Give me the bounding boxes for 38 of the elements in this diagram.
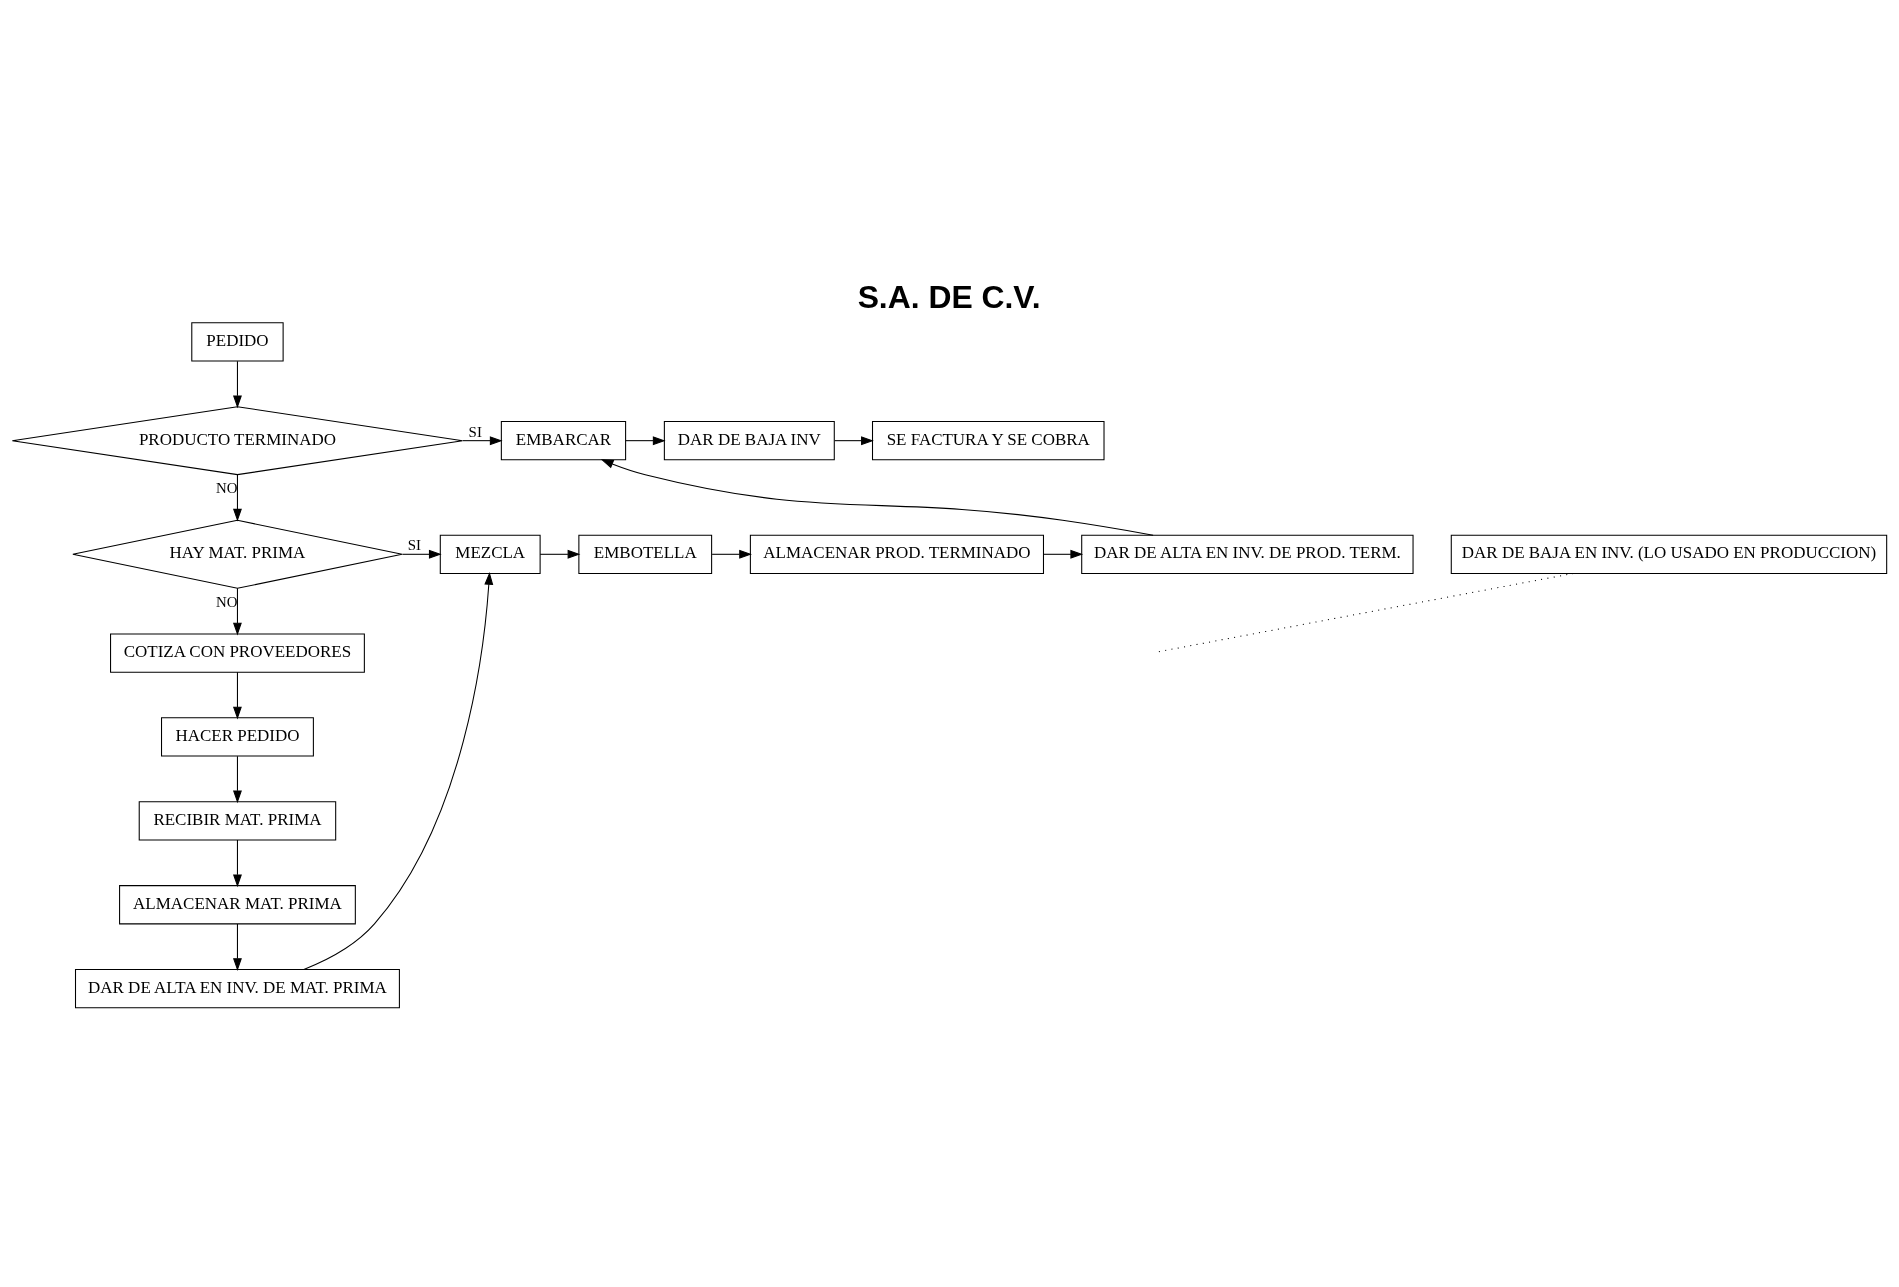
edge-label: SI: [407, 537, 421, 554]
node-box: PEDIDO: [191, 322, 284, 362]
arrow: [233, 474, 242, 522]
arrow: [711, 549, 752, 559]
node-box: DAR DE BAJA INV: [663, 421, 835, 461]
edge-label: NO: [216, 480, 238, 497]
node-box: EMBARCAR: [500, 421, 627, 461]
node-box: ALMACENAR PROD. TERMINADO: [749, 534, 1044, 574]
arrow: [600, 459, 1154, 536]
node-box: EMBOTELLA: [578, 534, 713, 574]
arrow: [303, 571, 494, 970]
arrow: [233, 839, 242, 888]
arrow: [401, 549, 442, 559]
node-box: COTIZA CON PROVEEDORES: [110, 633, 365, 673]
edge-label: SI: [468, 423, 482, 440]
node-box: SE FACTURA Y SE COBRA: [872, 421, 1105, 461]
arrow: [1043, 549, 1084, 559]
arrow: [233, 671, 242, 720]
node-box: MEZCLA: [439, 534, 541, 574]
node-box: DAR DE ALTA EN INV. DE PROD. TERM.: [1081, 534, 1414, 574]
connector: [1156, 572, 1574, 653]
arrow: [539, 549, 581, 559]
arrow: [233, 587, 242, 636]
diagram-title: S.A. DE C.V.: [857, 278, 1041, 315]
arrow: [233, 755, 242, 804]
arrow: [462, 436, 503, 446]
edge-label: NO: [216, 593, 238, 610]
node-diamond: PRODUCTO TERMINADO: [11, 406, 464, 476]
arrow: [233, 360, 242, 409]
node-box: RECIBIR MAT. PRIMA: [138, 801, 337, 841]
arrow: [625, 436, 666, 446]
arrow: [834, 436, 874, 446]
arrow: [233, 923, 242, 972]
node-box: HACER PEDIDO: [161, 717, 314, 757]
node-diamond: HAY MAT. PRIMA: [72, 519, 403, 589]
node-box: DAR DE BAJA EN INV. (LO USADO EN PRODUCCION): [1450, 534, 1888, 574]
node-box: DAR DE ALTA EN INV. DE MAT. PRIMA: [75, 969, 400, 1009]
node-box: ALMACENAR MAT. PRIMA: [119, 885, 356, 925]
